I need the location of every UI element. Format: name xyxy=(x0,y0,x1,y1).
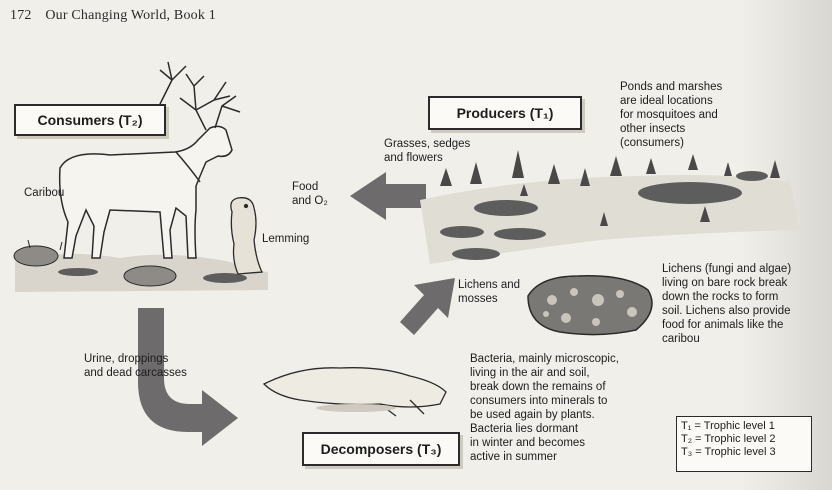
grasses-label: Grasses, sedges and flowers xyxy=(384,137,470,165)
dead-carcass-illustration xyxy=(264,368,446,416)
producers-box: Producers (T₁) xyxy=(428,96,582,130)
tundra-ground-left xyxy=(14,240,268,292)
arrow-producers-to-consumers xyxy=(350,172,426,220)
decomposers-title: Decomposers (T₃) xyxy=(321,441,442,457)
producers-title: Producers (T₁) xyxy=(457,105,554,121)
food-o2-label: Food and O₂ xyxy=(292,180,328,208)
consumers-box: Consumers (T₂) xyxy=(14,104,166,136)
lemming-illustration xyxy=(231,198,262,274)
consumers-title: Consumers (T₂) xyxy=(37,112,142,128)
legend-row-t1: T₁ = Trophic level 1 xyxy=(681,420,807,433)
urine-droppings-label: Urine, droppings and dead carcasses xyxy=(84,352,187,380)
lemming-label: Lemming xyxy=(262,232,309,246)
legend-row-t3: T₃ = Trophic level 3 xyxy=(681,446,807,459)
caribou-label: Caribou xyxy=(24,186,64,200)
bacteria-description: Bacteria, mainly microscopic, living in … xyxy=(470,352,619,464)
lichen-covered-rock xyxy=(528,276,652,335)
legend-row-t2: T₂ = Trophic level 2 xyxy=(681,433,807,446)
tundra-producers-landscape xyxy=(420,150,800,264)
decomposers-box: Decomposers (T₃) xyxy=(302,432,460,466)
caribou-illustration xyxy=(60,62,240,258)
arrow-decomposers-to-producers xyxy=(400,278,455,335)
trophic-legend: T₁ = Trophic level 1 T₂ = Trophic level … xyxy=(676,416,812,472)
lichens-description: Lichens (fungi and algae) living on bare… xyxy=(662,262,791,346)
ponds-label: Ponds and marshes are ideal locations fo… xyxy=(620,80,722,150)
lichens-mosses-label: Lichens and mosses xyxy=(458,278,520,306)
